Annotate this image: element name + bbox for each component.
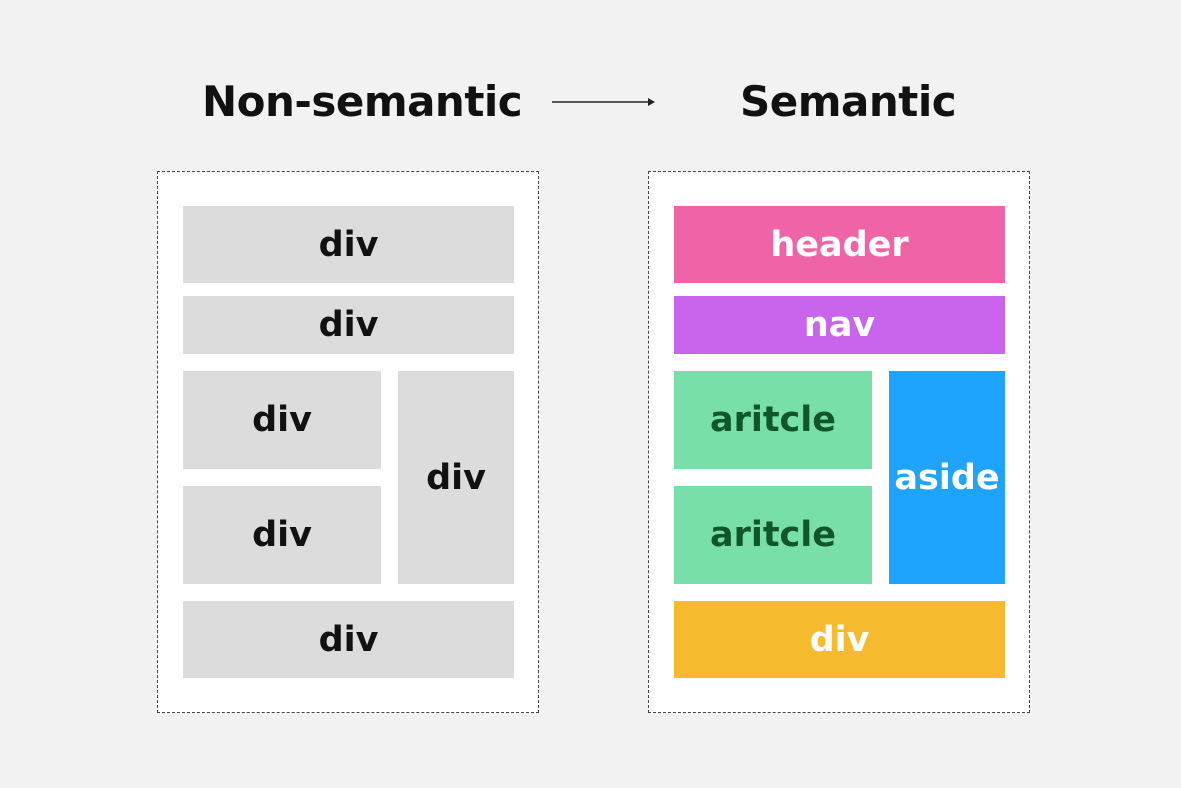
nav-block: nav — [674, 296, 1005, 354]
semantic-title: Semantic — [740, 77, 957, 126]
div-block-content-2: div — [183, 486, 381, 584]
div-block-side: div — [398, 371, 514, 584]
div-block-semantic-footer: div — [674, 601, 1005, 678]
div-block-content-1: div — [183, 371, 381, 469]
non-semantic-layout: div div div div div div — [157, 171, 539, 713]
div-block-nav: div — [183, 296, 514, 354]
semantic-layout: header nav aritcle aritcle aside div — [648, 171, 1030, 713]
article-block-1: aritcle — [674, 371, 872, 469]
arrow-right-icon — [552, 98, 655, 106]
header-block: header — [674, 206, 1005, 283]
div-block-header: div — [183, 206, 514, 283]
non-semantic-title: Non-semantic — [202, 77, 523, 126]
article-block-2: aritcle — [674, 486, 872, 584]
aside-block: aside — [889, 371, 1005, 584]
div-block-footer: div — [183, 601, 514, 678]
